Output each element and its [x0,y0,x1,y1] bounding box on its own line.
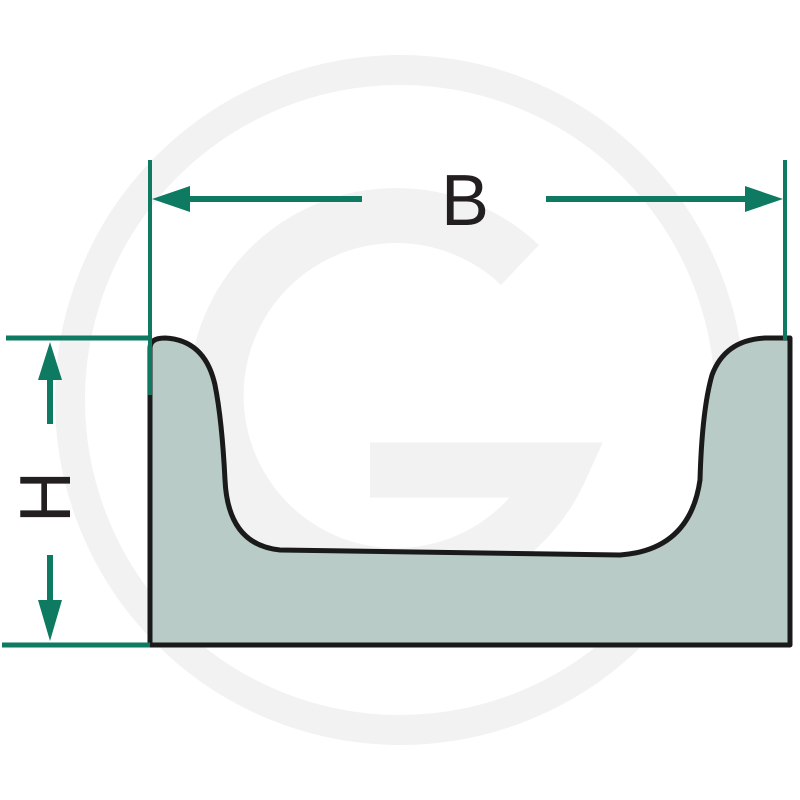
arrow-right-icon [745,186,783,212]
arrow-left-icon [152,186,190,212]
arrow-up-icon [38,342,62,380]
u-channel-profile [147,335,793,648]
arrow-down-icon [38,600,62,641]
width-label: B [441,161,489,241]
width-dimension [148,160,787,395]
height-label: H [6,471,86,523]
height-dimension [2,335,150,648]
